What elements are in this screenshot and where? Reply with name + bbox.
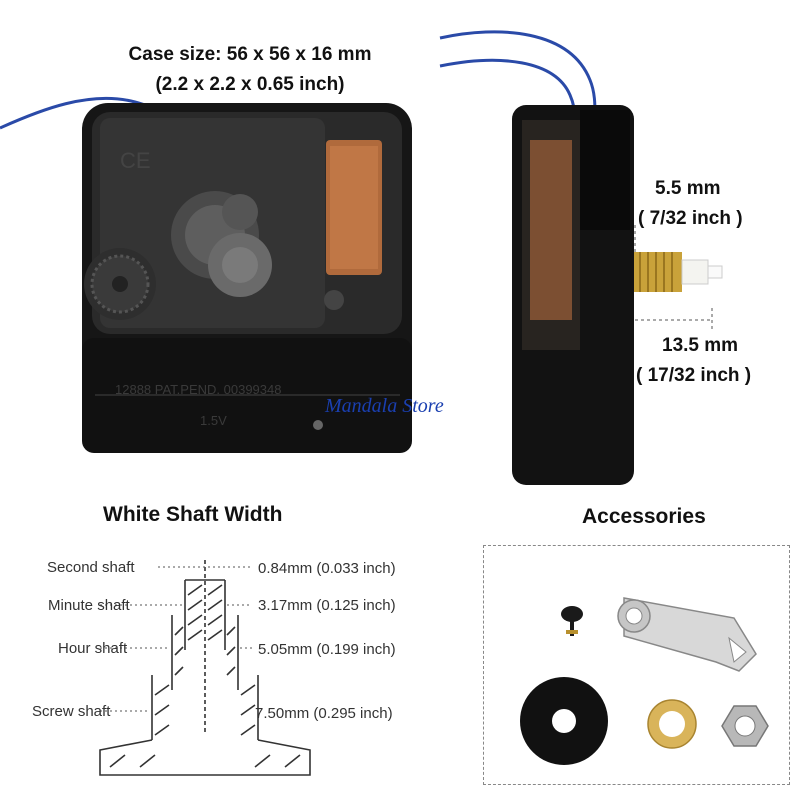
accessories-illustration: [520, 597, 769, 765]
shaft-row-value: 0.84mm (0.033 inch): [258, 560, 396, 577]
movement-part-number: 12888 PAT.PEND. 00399348: [115, 382, 282, 397]
brass-washer-icon: [647, 699, 697, 749]
hanger-bracket-icon: [617, 597, 757, 672]
shaft-length-mm: 13.5 mm: [662, 335, 739, 356]
movement-front-photo: CE 12888 PAT.PEND. 00399348 1.5V: [0, 0, 430, 480]
case-size-mm: Case size: 56 x 56 x 16 mm: [128, 44, 372, 65]
shaft-row-name: Screw shaft: [32, 703, 111, 720]
shaft-row-name: Minute shaft: [48, 597, 130, 614]
shaft-row-value: 7.50mm (0.295 inch): [255, 705, 393, 722]
thread-length-mm: 5.5 mm: [655, 178, 721, 199]
movement-battery-marking: 1.5V: [200, 413, 227, 428]
accessories-box: [483, 545, 790, 785]
accessories-title: Accessories: [582, 505, 706, 528]
hex-nut-icon: [721, 705, 769, 747]
shaft-diagram-svg: [99, 560, 311, 776]
rubber-washer-icon: [520, 677, 608, 765]
hand-nut-icon: [561, 606, 583, 636]
shaft-cross-section-diagram: [80, 555, 340, 795]
store-watermark: Mandala Store: [325, 395, 444, 417]
movement-side-illustration: [439, 30, 723, 485]
thread-length-inch: ( 7/32 inch ): [638, 208, 743, 229]
case-size-caption: Case size: 56 x 56 x 16 mm (2.2 x 2.2 x …: [80, 40, 420, 100]
shaft-length-inch: ( 17/32 inch ): [636, 365, 752, 386]
shaft-row-value: 5.05mm (0.199 inch): [258, 641, 396, 658]
shaft-row-value: 3.17mm (0.125 inch): [258, 597, 396, 614]
shaft-width-title: White Shaft Width: [103, 503, 283, 526]
case-size-inch: (2.2 x 2.2 x 0.65 inch): [155, 74, 345, 95]
svg-text:CE: CE: [120, 148, 151, 173]
shaft-row-name: Hour shaft: [58, 640, 128, 657]
shaft-row-name: Second shaft: [47, 559, 135, 576]
movement-front-illustration: CE: [0, 96, 412, 453]
movement-side-photo: [439, 20, 800, 490]
